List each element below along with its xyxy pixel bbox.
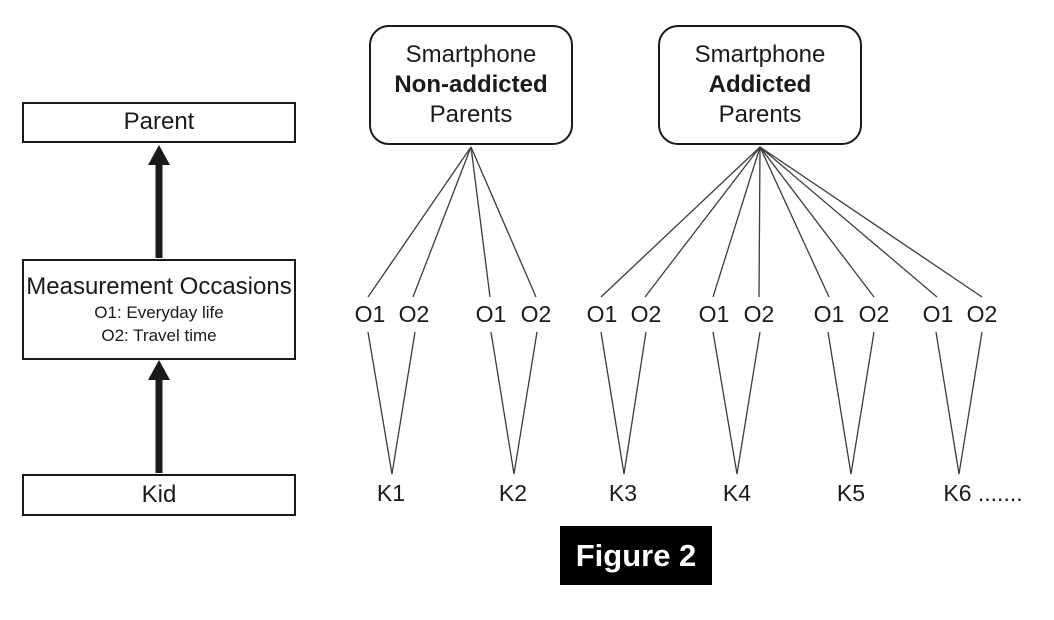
kid-box-label: Kid — [141, 480, 177, 508]
group-line: Smartphone — [405, 41, 537, 68]
connector-line — [827, 331, 852, 475]
connector-line — [759, 146, 983, 298]
group-line-emphasis: Non-addicted — [394, 71, 548, 98]
connector-line — [759, 146, 938, 298]
connector-line — [644, 146, 761, 298]
connector-line — [712, 146, 761, 298]
occasion-label: O2 — [966, 301, 998, 327]
connector-line — [958, 331, 983, 475]
parent-box-label: Parent — [123, 108, 195, 136]
occasion-label: O2 — [743, 301, 775, 327]
connector-line — [736, 331, 761, 475]
measurement-occasions-box: Measurement Occasions O1: Everyday life … — [22, 259, 296, 360]
figure-caption: Figure 2 — [560, 526, 712, 585]
occasion-label: O1 — [354, 301, 386, 327]
connector-line — [470, 146, 537, 298]
occasion-label: O1 — [813, 301, 845, 327]
occasion-label: O2 — [630, 301, 662, 327]
occasion-label: O2 — [398, 301, 430, 327]
connector-line — [759, 146, 875, 298]
arrow-head-icon — [148, 145, 170, 165]
kid-label: K5 — [836, 480, 866, 506]
occasion-label: O1 — [922, 301, 954, 327]
connector-line — [367, 331, 393, 475]
connector-line — [600, 331, 625, 475]
fan-lines-addicted — [600, 146, 983, 298]
smartphone-nonaddicted-parents-box: Smartphone Non-addicted Parents — [369, 25, 573, 145]
group-line: Parents — [718, 101, 802, 128]
occasion-label: O1 — [475, 301, 507, 327]
occasion-to-kid-lines — [367, 331, 983, 475]
connector-line — [600, 146, 761, 298]
kid-label: K6 ....... — [943, 480, 1023, 506]
fan-lines-nonaddicted — [367, 146, 537, 298]
connector-line — [412, 146, 472, 298]
connector-line — [391, 331, 416, 475]
parent-box: Parent — [22, 102, 296, 143]
measurement-to-parent-arrow — [148, 145, 170, 258]
occasion-label: O1 — [586, 301, 618, 327]
occasion-label: O2 — [520, 301, 552, 327]
occasion-label: O1 — [698, 301, 730, 327]
connector-line — [935, 331, 960, 475]
connector-line — [490, 331, 515, 475]
connector-line — [759, 146, 830, 298]
measurement-o2-label: O2: Travel time — [101, 326, 217, 346]
arrow-head-icon — [148, 360, 170, 380]
connector-line — [470, 146, 491, 298]
kid-to-measurement-arrow — [148, 360, 170, 473]
kid-label: K1 — [376, 480, 406, 506]
kid-label: K2 — [498, 480, 528, 506]
measurement-occasions-title: Measurement Occasions — [26, 272, 292, 300]
group-line: Smartphone — [694, 41, 826, 68]
figure-caption-text: Figure 2 — [575, 537, 697, 573]
connector-line — [712, 331, 738, 475]
kid-label: K4 — [722, 480, 752, 506]
kid-label: K3 — [608, 480, 638, 506]
connector-line — [513, 331, 538, 475]
connector-line — [367, 146, 472, 298]
measurement-o1-label: O1: Everyday life — [94, 303, 224, 323]
group-line-emphasis: Addicted — [708, 71, 812, 98]
group-line: Parents — [429, 101, 513, 128]
occasion-label: O2 — [858, 301, 890, 327]
kid-box: Kid — [22, 474, 296, 516]
smartphone-addicted-parents-box: Smartphone Addicted Parents — [658, 25, 862, 145]
connector-line — [623, 331, 647, 475]
connector-line — [758, 146, 761, 298]
connector-line — [850, 331, 875, 475]
